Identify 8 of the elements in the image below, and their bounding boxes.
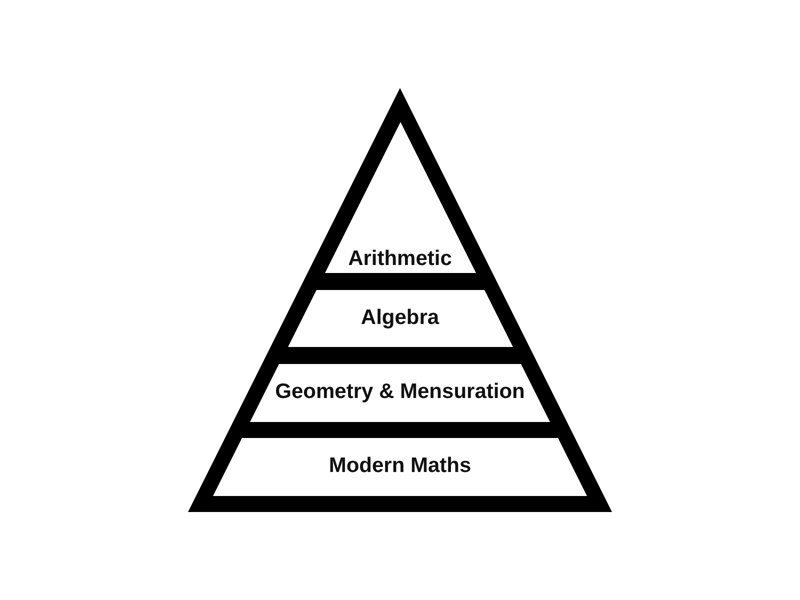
tier-label: Algebra [360,306,440,330]
tier-label: Geometry & Mensuration [274,380,526,404]
pyramid-tier [324,122,476,273]
tier-label: Modern Maths [328,454,472,478]
pyramid-tier [213,438,587,496]
pyramid-tier [250,364,550,422]
tier-label: Arithmetic [347,247,453,271]
pyramid-tier [288,290,512,347]
